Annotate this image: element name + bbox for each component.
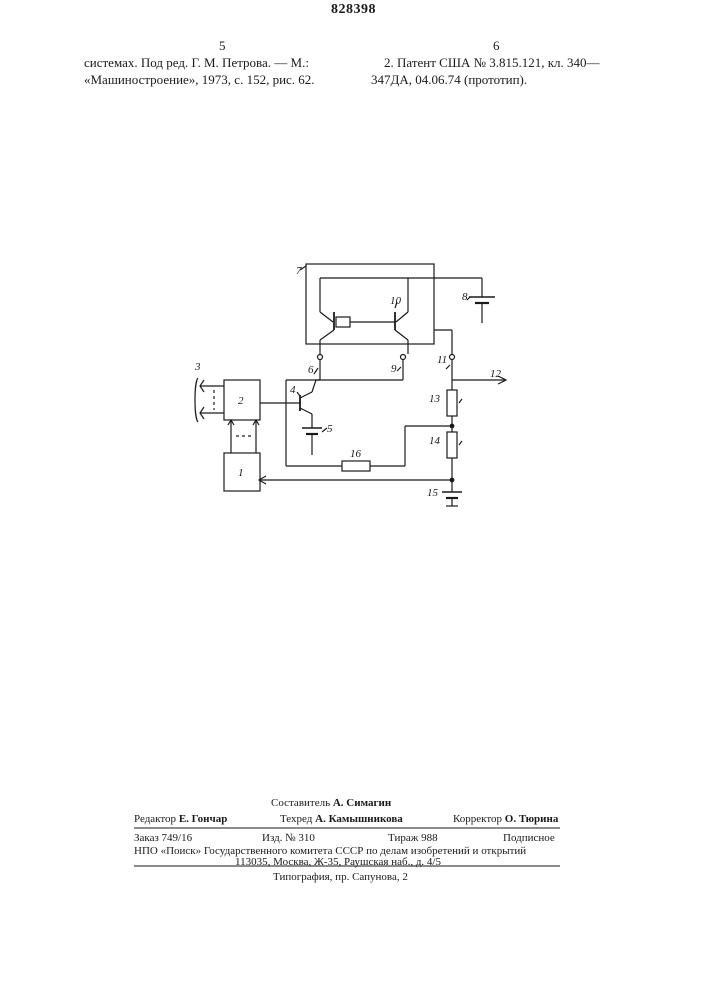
circulation: Тираж 988 bbox=[388, 832, 438, 844]
corrector-name: О. Тюрина bbox=[505, 813, 559, 825]
printing-house: Типография, пр. Сапунова, 2 bbox=[273, 871, 408, 883]
label-output-12: 12 bbox=[490, 368, 502, 380]
editor-credit: Редактор Е. Гончар bbox=[134, 813, 227, 825]
order-number: Заказ 749/16 bbox=[134, 832, 192, 844]
edition-number: Изд. № 310 bbox=[262, 832, 315, 844]
label-terminal-11: 11 bbox=[437, 354, 447, 366]
techred-label: Техред bbox=[280, 813, 312, 825]
compiler-credit: Составитель А. Симагин bbox=[271, 797, 391, 809]
techred-credit: Техред А. Камышникова bbox=[280, 813, 403, 825]
label-battery-5: 5 bbox=[327, 423, 333, 435]
compiler-name: А. Симагин bbox=[333, 797, 391, 809]
label-resistor-13: 13 bbox=[429, 393, 441, 405]
label-transistor-4: 4 bbox=[290, 384, 296, 396]
techred-name: А. Камышникова bbox=[315, 813, 403, 825]
label-inputs-3: 3 bbox=[194, 361, 201, 373]
subscription: Подписное bbox=[503, 832, 555, 844]
label-resistor-14: 14 bbox=[429, 435, 441, 447]
label-block-1: 1 bbox=[238, 467, 244, 479]
editor-label: Редактор bbox=[134, 813, 176, 825]
label-battery-15: 15 bbox=[427, 487, 439, 499]
corrector-label: Корректор bbox=[453, 813, 502, 825]
label-resistor-16: 16 bbox=[350, 448, 362, 460]
label-block-2: 2 bbox=[238, 395, 244, 407]
corrector-credit: Корректор О. Тюрина bbox=[453, 813, 558, 825]
label-terminal-6: 6 bbox=[308, 364, 314, 376]
editor-name: Е. Гончар bbox=[179, 813, 228, 825]
label-block-7: 7 bbox=[296, 265, 302, 277]
label-battery-8: 8 bbox=[462, 291, 468, 303]
publisher-address: 113035, Москва, Ж-35, Раушская наб., д. … bbox=[235, 856, 441, 868]
label-terminal-9: 9 bbox=[391, 363, 397, 375]
block-7-frame bbox=[306, 264, 434, 344]
label-transistor-10: 10 bbox=[390, 295, 402, 307]
compiler-label: Составитель bbox=[271, 797, 330, 809]
